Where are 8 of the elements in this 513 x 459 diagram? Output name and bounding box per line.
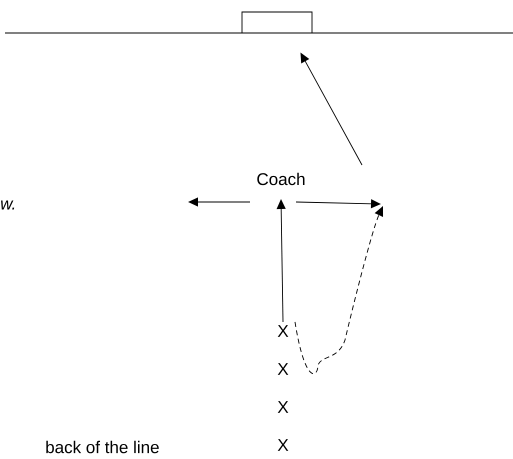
- player-mark: X: [278, 439, 288, 451]
- player-mark: X: [278, 325, 288, 337]
- note-text: back of the line: [46, 440, 159, 454]
- goal-box: [242, 12, 312, 34]
- coach-label: Coach: [257, 172, 304, 186]
- player-mark: X: [278, 401, 288, 413]
- player-mark: X: [278, 363, 288, 375]
- note-text: w.: [1, 200, 14, 210]
